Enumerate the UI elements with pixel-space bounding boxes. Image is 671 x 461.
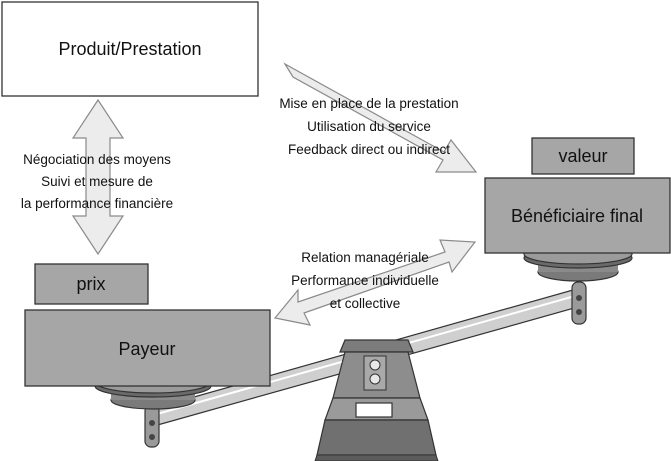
fulcrum: [314, 339, 439, 461]
value-label: valeur: [558, 146, 607, 166]
vertical-double-arrow: [71, 98, 125, 256]
flow-text-line: Relation managériale: [301, 250, 429, 265]
flow-text-line: et collective: [330, 296, 401, 311]
product-box: [1, 1, 259, 97]
payer-box: [24, 309, 271, 387]
flow-text-line: Performance individuelle: [291, 273, 439, 288]
product-label: Produit/Prestation: [58, 39, 201, 59]
product-to-beneficiary-arrow: [283, 62, 478, 173]
payer-label: Payeur: [118, 339, 175, 359]
flow-text-line: Suivi et mesure de: [41, 174, 153, 189]
left-pivot-hole: [149, 420, 155, 426]
flow-text-line: Mise en place de la prestation: [279, 96, 458, 111]
beneficiary-box: [484, 177, 671, 254]
payer-beneficiary-double-arrow: [273, 239, 477, 326]
flow-text-line: Feedback direct ou indirect: [288, 142, 450, 157]
flow-text-line: Utilisation du service: [307, 119, 431, 134]
beneficiary-label: Bénéficiaire final: [511, 206, 643, 226]
right-pivot-hole: [576, 295, 582, 301]
left-pivot-hole: [149, 434, 155, 440]
right-pivot: [571, 281, 587, 325]
value-tag: [531, 137, 635, 175]
price-label: prix: [76, 274, 105, 294]
flow-text-line: la performance financière: [21, 196, 173, 211]
right-pivot-hole: [576, 309, 582, 315]
flow-text-line: Négociation des moyens: [23, 152, 171, 167]
price-tag: [34, 263, 149, 305]
